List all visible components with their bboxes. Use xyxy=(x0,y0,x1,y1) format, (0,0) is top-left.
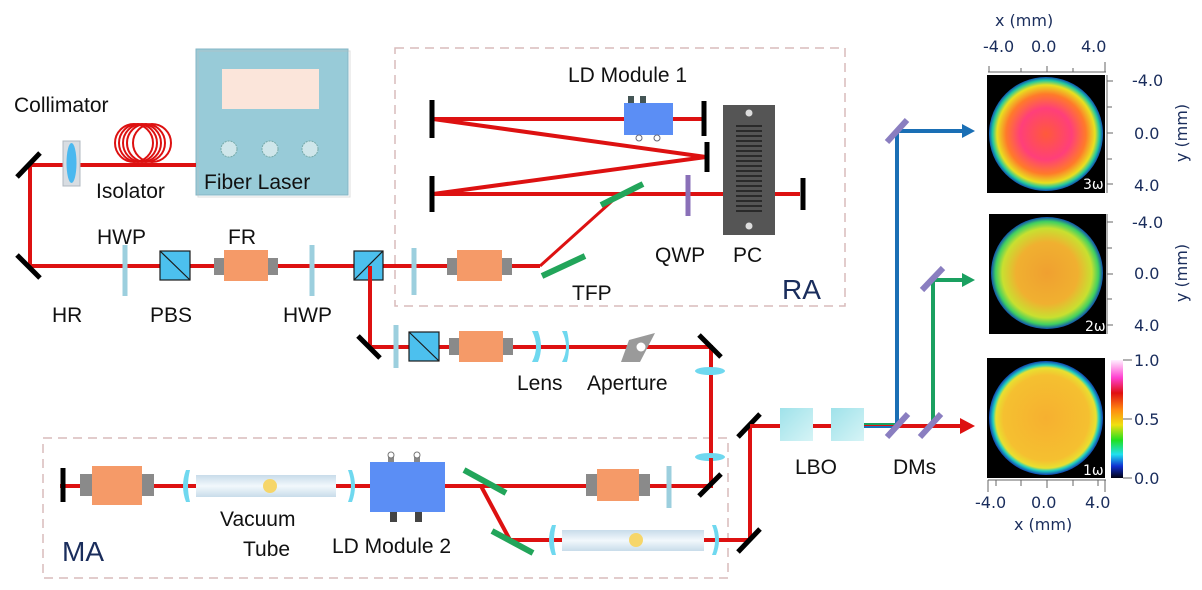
ld-module-1 xyxy=(624,96,673,142)
hr-mirror-icon xyxy=(15,253,42,280)
isolator-label: Isolator xyxy=(96,180,165,203)
ma-label: MA xyxy=(62,536,104,567)
faraday-rotator-icon xyxy=(447,250,512,281)
colorbar-tick: 1.0 xyxy=(1134,351,1159,370)
ld-module-1-label: LD Module 1 xyxy=(568,64,687,87)
ld-module-2-label: LD Module 2 xyxy=(332,535,451,558)
dichroic-mirror-icon xyxy=(884,117,910,145)
tfp-icon xyxy=(490,528,535,556)
colorbar-tick: 0.5 xyxy=(1134,410,1159,429)
vacuum-tube-icon xyxy=(183,470,355,502)
second-harmonic-beam xyxy=(931,278,966,426)
output-beam xyxy=(748,424,770,540)
arrow-icon xyxy=(962,273,975,287)
amplified-beam xyxy=(368,266,713,458)
dichroic-mirror-icon xyxy=(919,265,946,293)
x-tick: 4.0 xyxy=(1085,493,1110,512)
dichroic-mirror-icon xyxy=(884,411,911,440)
ld-module-2 xyxy=(370,451,445,522)
ra-label: RA xyxy=(782,274,821,305)
seed-beam xyxy=(28,163,540,268)
lbo-crystal-icon xyxy=(831,408,864,441)
x-tick: -4.0 xyxy=(983,37,1014,56)
arrow-icon xyxy=(960,418,975,434)
aperture-label: Aperture xyxy=(587,372,668,395)
tfp-label: TFP xyxy=(572,282,612,305)
vacuum-tube-label: Tube xyxy=(243,538,290,561)
harmonic-label: 1ω xyxy=(1083,463,1104,479)
y-tick: 0.0 xyxy=(1134,124,1159,143)
hwp-1-label: HWP xyxy=(97,226,146,249)
y-axis-label: y (mm) xyxy=(1172,244,1191,302)
lens-pair-icon xyxy=(532,331,569,362)
tfp-icon xyxy=(462,467,508,496)
fiber-coil-icon xyxy=(114,123,172,163)
x-tick: -4.0 xyxy=(975,493,1006,512)
dms-label: DMs xyxy=(893,456,936,479)
aperture-icon xyxy=(621,333,655,362)
y-tick: 4.0 xyxy=(1134,176,1159,195)
beam-profile-3w: 3ω xyxy=(987,75,1105,193)
y-tick: -4.0 xyxy=(1132,71,1163,90)
y-tick: 4.0 xyxy=(1134,316,1159,335)
pbs-cube-icon xyxy=(408,331,440,362)
ra-injection-beam xyxy=(538,192,622,268)
faraday-rotator-icon xyxy=(449,331,513,362)
lbo-label: LBO xyxy=(795,456,837,479)
fiber-laser-knob xyxy=(220,140,238,158)
collimator-label: Collimator xyxy=(14,94,109,117)
harmonic-label: 2ω xyxy=(1085,319,1106,335)
faraday-rotator-icon xyxy=(214,250,278,281)
colorbar xyxy=(1111,360,1123,478)
fiber-laser-label: Fiber Laser xyxy=(204,171,310,194)
lens-label: Lens xyxy=(517,372,563,395)
dichroic-mirror-icon xyxy=(917,411,944,440)
beam-profile-2w: 2ω xyxy=(989,214,1106,335)
beam-profile-1w: 1ω xyxy=(987,358,1105,479)
fiber-laser-knob xyxy=(301,140,319,158)
pbs-cube-icon xyxy=(159,250,191,281)
y-tick: -4.0 xyxy=(1132,213,1163,232)
tfp-icon xyxy=(599,181,645,208)
pc-label: PC xyxy=(733,244,762,267)
y-axis-label: y (mm) xyxy=(1172,104,1191,162)
vacuum-tube-label: Vacuum xyxy=(220,508,295,531)
fiber-laser-display xyxy=(222,69,319,109)
mirror-icon xyxy=(15,151,42,179)
lens-icon xyxy=(695,367,725,375)
faraday-rotator-icon xyxy=(80,466,154,505)
x-tick: 0.0 xyxy=(1031,37,1056,56)
lens-icon xyxy=(695,453,725,461)
mirror-icon xyxy=(697,472,723,498)
x-tick: 4.0 xyxy=(1081,37,1106,56)
lbo-crystal-icon xyxy=(780,408,813,441)
harmonic-label: 3ω xyxy=(1083,177,1104,193)
mirror-icon xyxy=(736,527,762,554)
qwp-label: QWP xyxy=(655,244,705,267)
arrow-icon xyxy=(962,124,975,138)
mirror-icon xyxy=(736,412,762,439)
hr-label: HR xyxy=(52,304,82,327)
pockels-cell-icon xyxy=(723,105,775,235)
tfp-icon xyxy=(540,253,587,279)
mirror-icon xyxy=(356,334,382,360)
x-axis-label-bottom: x (mm) xyxy=(1014,515,1072,534)
x-axis-label-top: x (mm) xyxy=(995,11,1053,30)
colorbar-tick: 0.0 xyxy=(1134,469,1159,488)
pbs-label: PBS xyxy=(150,304,192,327)
hwp-2-label: HWP xyxy=(283,304,332,327)
x-tick: 0.0 xyxy=(1031,493,1056,512)
vacuum-tube-icon xyxy=(549,525,719,555)
ma-enclosure xyxy=(42,437,729,579)
fr-label: FR xyxy=(228,226,256,249)
ra-enclosure xyxy=(394,47,846,307)
collimator-lens-icon xyxy=(62,140,81,187)
fiber-laser: Fiber Laser xyxy=(195,48,351,198)
mirror-icon xyxy=(697,333,723,359)
fiber-laser-knob xyxy=(261,140,279,158)
y-tick: 0.0 xyxy=(1134,264,1159,283)
faraday-rotator-icon xyxy=(586,469,650,501)
